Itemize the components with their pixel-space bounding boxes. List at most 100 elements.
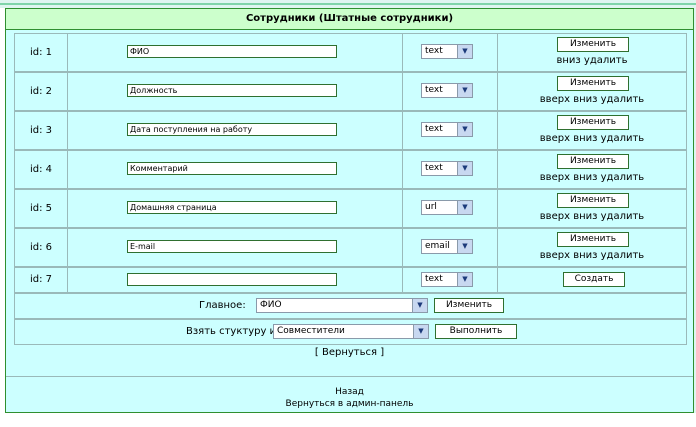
delete-link[interactable]: удалить bbox=[600, 250, 645, 261]
name-cell bbox=[68, 268, 403, 292]
field-id: id: 4 bbox=[29, 164, 53, 175]
delete-link[interactable]: удалить bbox=[600, 211, 645, 222]
delete-link[interactable]: удалить bbox=[600, 172, 645, 183]
divider bbox=[6, 376, 693, 377]
move-down-link[interactable]: вниз bbox=[573, 211, 598, 222]
chevron-down-icon[interactable]: ▼ bbox=[457, 240, 472, 253]
field-id: id: 7 bbox=[29, 274, 53, 285]
field-name-input[interactable]: E-mail bbox=[127, 240, 337, 253]
chevron-down-icon[interactable]: ▼ bbox=[457, 84, 472, 97]
field-type-value: text bbox=[425, 124, 443, 134]
chevron-down-icon[interactable]: ▼ bbox=[457, 201, 472, 214]
field-type-select[interactable]: text▼ bbox=[421, 44, 473, 59]
copy-structure-select[interactable]: Совместители ▼ bbox=[273, 324, 429, 339]
field-id: id: 5 bbox=[29, 203, 53, 214]
actions-cell: Изменить вверх вниз удалить bbox=[498, 112, 686, 149]
chevron-down-icon[interactable]: ▼ bbox=[457, 45, 472, 58]
field-id: id: 2 bbox=[29, 86, 53, 97]
field-name-input[interactable]: Дата поступления на работу bbox=[127, 123, 337, 136]
field-id: id: 3 bbox=[29, 125, 53, 136]
main-field-edit-button[interactable]: Изменить bbox=[434, 298, 504, 313]
move-down-link[interactable]: вниз bbox=[573, 133, 598, 144]
type-cell: text ▼ bbox=[403, 268, 498, 292]
create-button[interactable]: Создать bbox=[563, 272, 625, 287]
field-type-select[interactable]: text▼ bbox=[421, 161, 473, 176]
actions-cell: Изменить вверх вниз удалить bbox=[498, 190, 686, 227]
top-strip bbox=[0, 0, 696, 8]
delete-link[interactable]: удалить bbox=[600, 94, 645, 105]
field-row: id: 1 ФИО text▼ Изменить вниз удалить bbox=[14, 33, 687, 72]
main-field-label: Главное: bbox=[199, 300, 246, 311]
footer-back-link[interactable]: Назад bbox=[335, 387, 364, 397]
row-links: вверх вниз удалить bbox=[498, 211, 686, 222]
field-type-value: email bbox=[425, 241, 450, 251]
main-field-select[interactable]: ФИО ▼ bbox=[256, 298, 428, 313]
type-cell: text▼ bbox=[403, 151, 498, 188]
new-field-name-input[interactable] bbox=[127, 273, 337, 286]
name-cell: ФИО bbox=[68, 34, 403, 71]
name-cell: E-mail bbox=[68, 229, 403, 266]
delete-link[interactable]: удалить bbox=[600, 133, 645, 144]
name-cell: Домашняя страница bbox=[68, 190, 403, 227]
id-cell: id: 3 bbox=[15, 112, 68, 149]
employees-panel: Сотрудники (Штатные сотрудники) id: 1 ФИ… bbox=[5, 8, 694, 413]
move-up-link[interactable]: вверх bbox=[539, 133, 570, 144]
row-links: вверх вниз удалить bbox=[498, 133, 686, 144]
id-cell: id: 4 bbox=[15, 151, 68, 188]
main-field-value: ФИО bbox=[260, 300, 282, 310]
chevron-down-icon[interactable]: ▼ bbox=[413, 325, 428, 338]
move-down-link[interactable]: вниз bbox=[573, 172, 598, 183]
delete-link[interactable]: удалить bbox=[583, 55, 628, 66]
field-name-input[interactable]: ФИО bbox=[127, 45, 337, 58]
field-type-select[interactable]: text ▼ bbox=[421, 122, 473, 137]
field-type-select[interactable]: email ▼ bbox=[421, 239, 473, 254]
copy-structure-row: Взять стуктуру из: Совместители▼ Выполни… bbox=[14, 319, 687, 345]
actions-cell: Изменить вниз удалить bbox=[498, 34, 686, 71]
type-cell: email ▼ bbox=[403, 229, 498, 266]
fields-grid: id: 1 ФИО text▼ Изменить вниз удалить id… bbox=[14, 33, 687, 293]
edit-button[interactable]: Изменить bbox=[557, 154, 629, 169]
back-link[interactable]: [ Вернуться ] bbox=[314, 347, 385, 358]
execute-button[interactable]: Выполнить bbox=[435, 324, 517, 339]
id-cell: id: 5 bbox=[15, 190, 68, 227]
type-cell: url ▼ bbox=[403, 190, 498, 227]
copy-structure-value: Совместители bbox=[277, 326, 345, 336]
field-name-input[interactable]: Домашняя страница bbox=[127, 201, 337, 214]
edit-button[interactable]: Изменить bbox=[557, 37, 629, 52]
panel-title: Сотрудники (Штатные сотрудники) bbox=[6, 9, 693, 30]
actions-cell: Изменить вверх вниз удалить bbox=[498, 229, 686, 266]
edit-button[interactable]: Изменить bbox=[557, 115, 629, 130]
field-type-value: text bbox=[425, 274, 443, 284]
edit-button[interactable]: Изменить bbox=[557, 232, 629, 247]
field-type-select[interactable]: text▼ bbox=[421, 83, 473, 98]
footer-admin-link[interactable]: Вернуться в админ-панель bbox=[285, 399, 414, 409]
chevron-down-icon[interactable]: ▼ bbox=[457, 273, 472, 286]
move-up-link[interactable]: вверх bbox=[539, 172, 570, 183]
field-name-input[interactable]: Должность bbox=[127, 84, 337, 97]
row-links: вверх вниз удалить bbox=[498, 94, 686, 105]
type-cell: text▼ bbox=[403, 34, 498, 71]
move-up-link[interactable]: вверх bbox=[539, 211, 570, 222]
field-name-input[interactable]: Комментарий bbox=[127, 162, 337, 175]
chevron-down-icon[interactable]: ▼ bbox=[412, 299, 427, 312]
move-down-link[interactable]: вниз bbox=[573, 250, 598, 261]
main-field-row: Главное: ФИО ▼ Изменить bbox=[14, 293, 687, 319]
new-field-type-select[interactable]: text ▼ bbox=[421, 272, 473, 287]
move-down-link[interactable]: вниз bbox=[556, 55, 581, 66]
top-strip-line bbox=[0, 3, 696, 5]
chevron-down-icon[interactable]: ▼ bbox=[457, 123, 472, 136]
move-down-link[interactable]: вниз bbox=[573, 94, 598, 105]
field-id: id: 6 bbox=[29, 242, 53, 253]
row-links: вниз удалить bbox=[498, 55, 686, 66]
chevron-down-icon[interactable]: ▼ bbox=[457, 162, 472, 175]
edit-button[interactable]: Изменить bbox=[557, 193, 629, 208]
actions-cell: Создать bbox=[498, 268, 686, 292]
field-type-select[interactable]: url ▼ bbox=[421, 200, 473, 215]
field-row: id: 6 E-mail email ▼ Изменить вверх вниз … bbox=[14, 228, 687, 267]
field-type-value: url bbox=[425, 202, 437, 212]
row-links: вверх вниз удалить bbox=[498, 172, 686, 183]
move-up-link[interactable]: вверх bbox=[539, 250, 570, 261]
edit-button[interactable]: Изменить bbox=[557, 76, 629, 91]
move-up-link[interactable]: вверх bbox=[539, 94, 570, 105]
field-row: id: 2 Должность text▼ Изменить вверх вни… bbox=[14, 72, 687, 111]
